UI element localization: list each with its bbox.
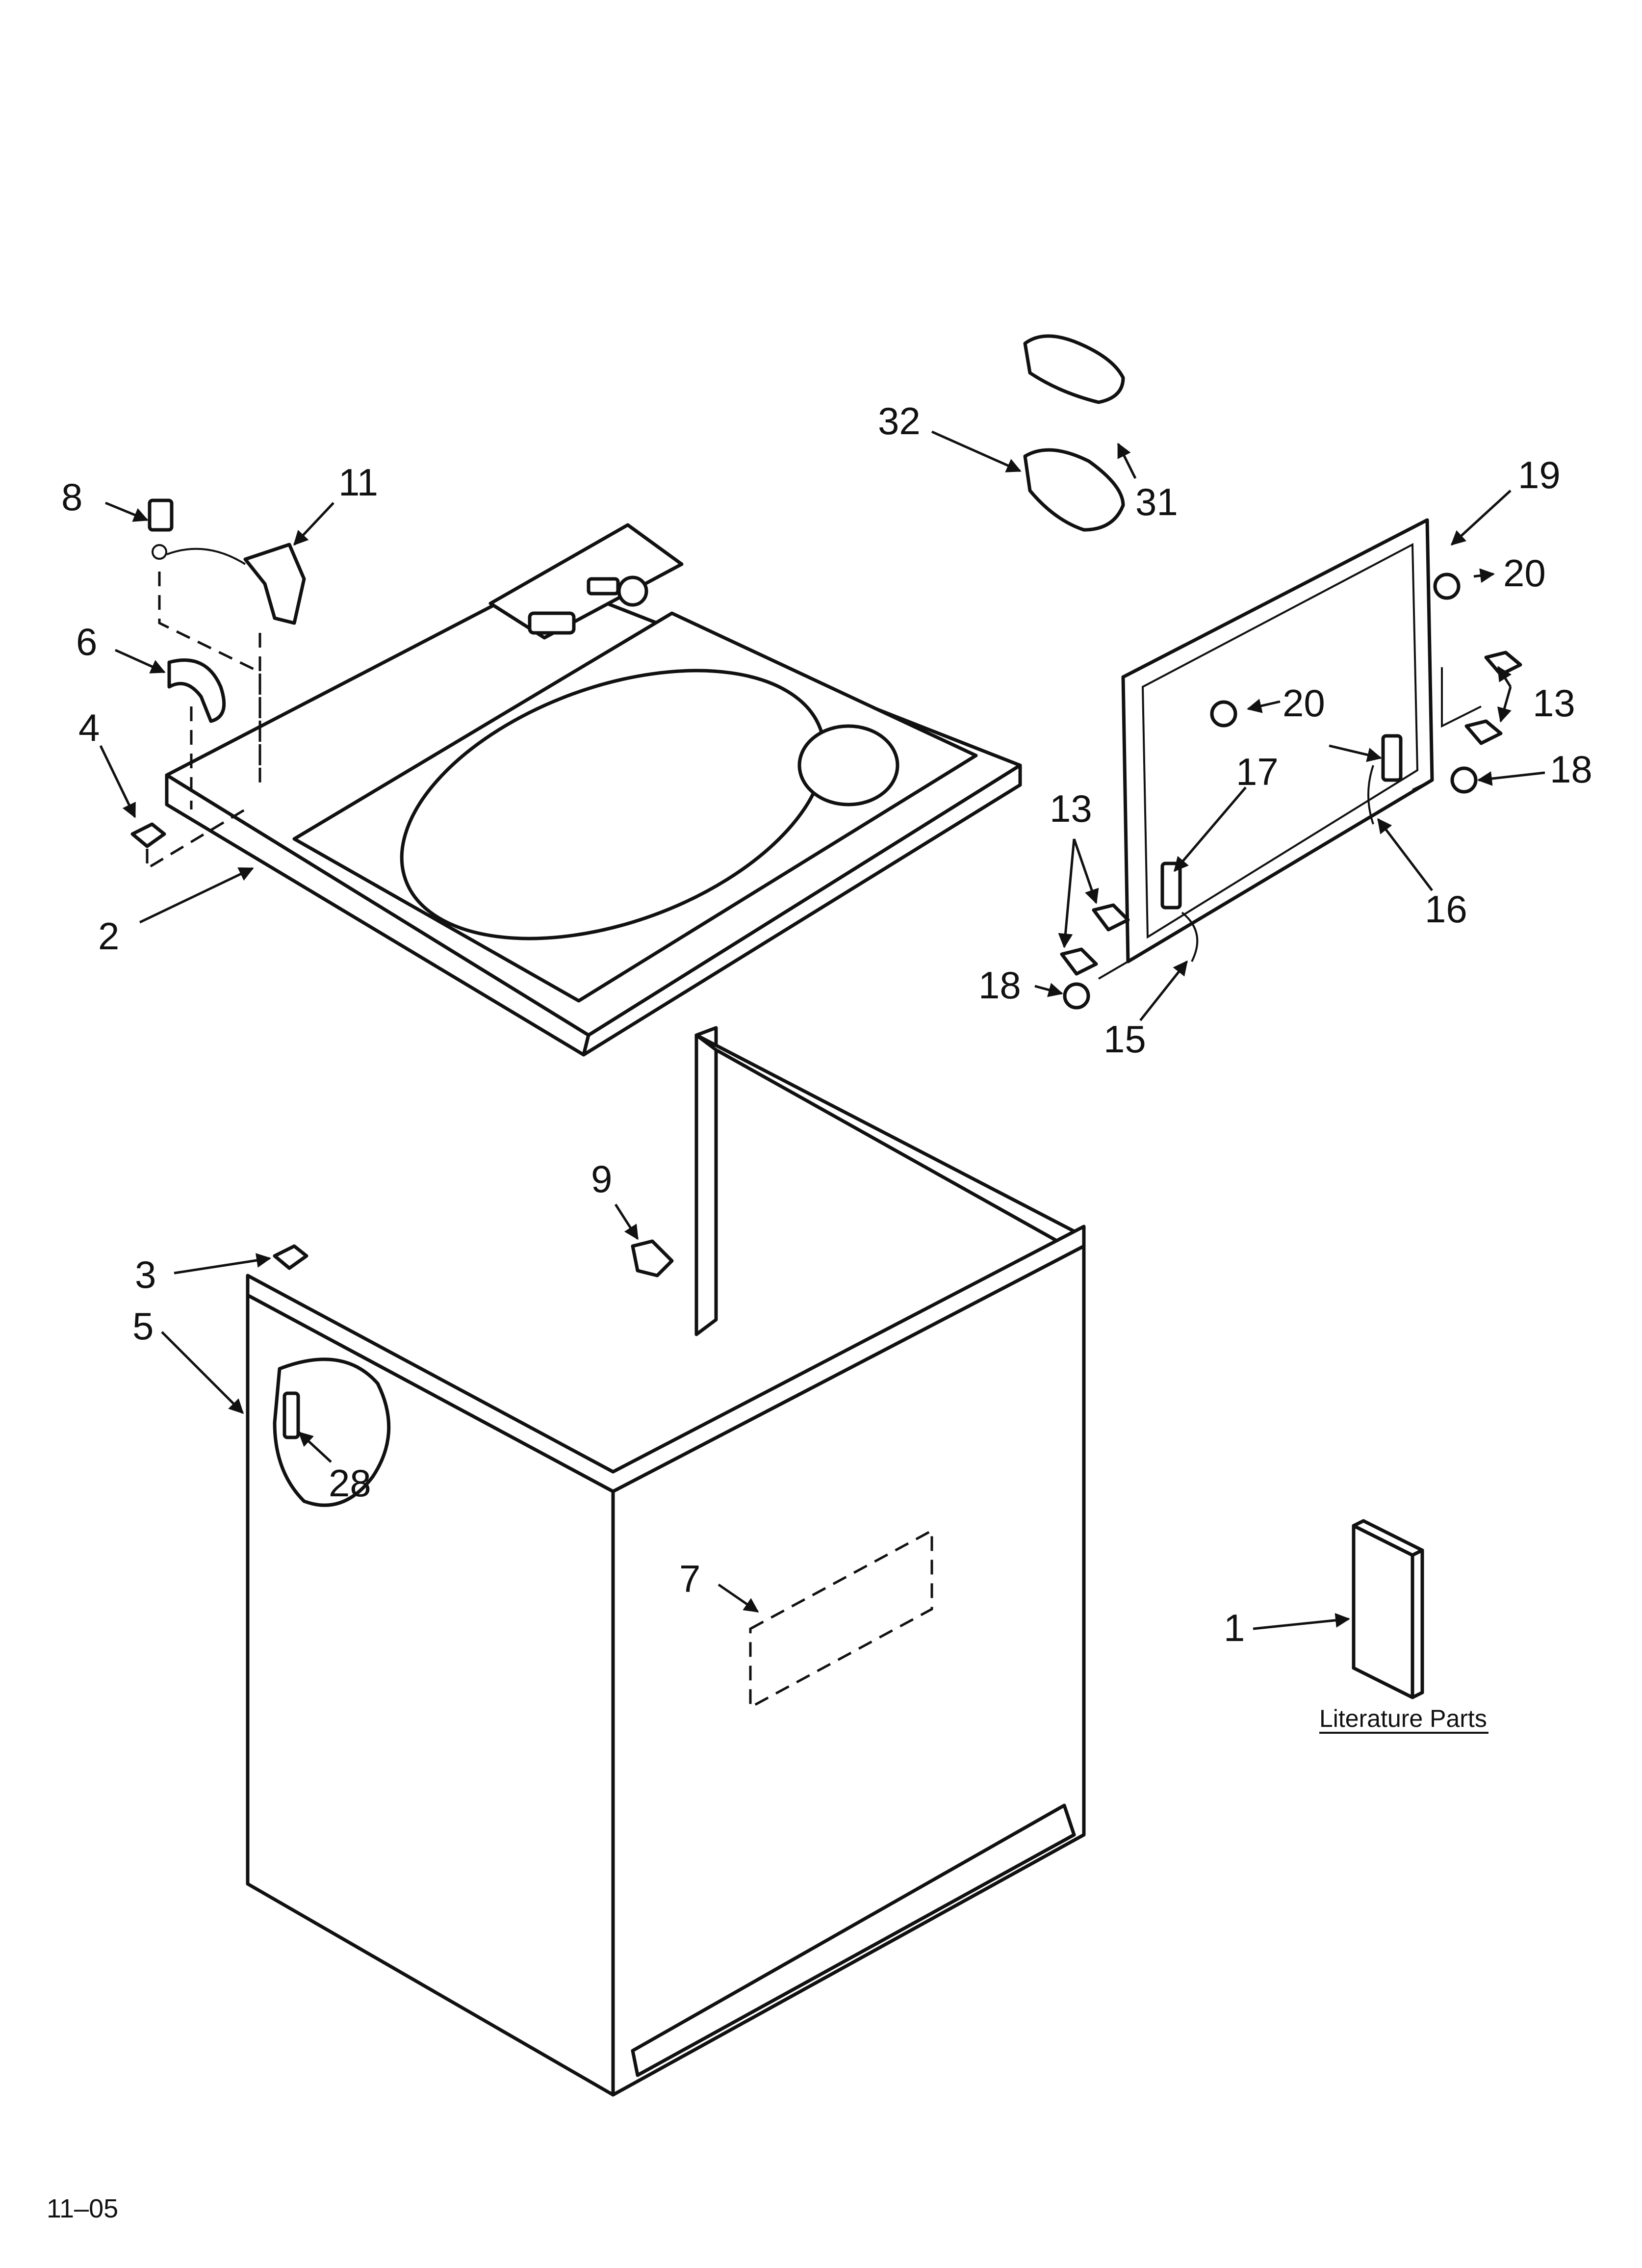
leader-lines xyxy=(99,430,1545,1630)
callout-17-upper: 17 xyxy=(1236,750,1279,793)
callout-31: 31 xyxy=(1135,480,1178,523)
callout-13-left: 13 xyxy=(1050,787,1092,830)
callout-9: 9 xyxy=(591,1157,612,1200)
callout-13-right: 13 xyxy=(1533,681,1575,725)
callout-28: 28 xyxy=(329,1461,371,1505)
literature-parts-label: Literature Parts xyxy=(1319,1705,1487,1732)
literature-booklet xyxy=(1319,1519,1488,1734)
callout-1: 1 xyxy=(1224,1606,1245,1649)
callout-7: 7 xyxy=(679,1557,700,1600)
callout-16: 16 xyxy=(1425,887,1467,931)
callout-8: 8 xyxy=(61,475,82,519)
lid-switch-assembly xyxy=(130,498,306,871)
callout-2: 2 xyxy=(98,914,119,958)
callout-3: 3 xyxy=(135,1253,156,1296)
callout-32: 32 xyxy=(878,399,921,443)
footer-date-code: 11–05 xyxy=(47,2194,118,2223)
cabinet xyxy=(246,1026,1086,2097)
lid-assembly xyxy=(1060,518,1522,1010)
callout-18-right: 18 xyxy=(1550,748,1592,791)
knob-assembly xyxy=(1023,334,1125,532)
callout-4: 4 xyxy=(78,706,100,749)
callouts: 8 11 6 4 2 32 31 19 20 20 13 13 17 17 18… xyxy=(47,399,1592,2223)
callout-18-left: 18 xyxy=(978,964,1021,1007)
callout-11: 11 xyxy=(338,461,378,504)
callout-20-upper: 20 xyxy=(1503,551,1546,595)
callout-20-lower: 20 xyxy=(1283,681,1325,725)
washer-top-assembly xyxy=(165,523,1022,1057)
callout-6: 6 xyxy=(76,620,97,663)
callout-19: 19 xyxy=(1518,453,1561,496)
callout-15: 15 xyxy=(1103,1017,1146,1061)
callout-5: 5 xyxy=(132,1304,154,1348)
